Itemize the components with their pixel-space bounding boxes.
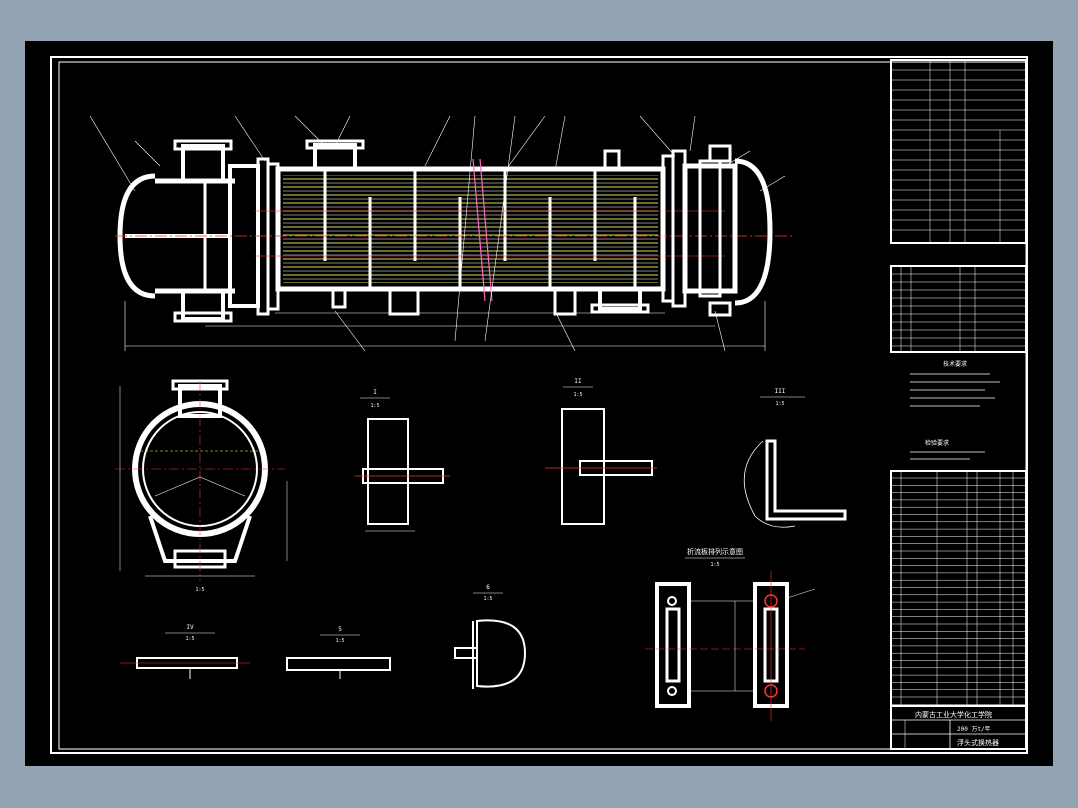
- detail-1-scale: 1:5: [370, 403, 379, 409]
- detail-6-scale: 1:5: [483, 596, 492, 602]
- detail-5-scale: 1:5: [335, 638, 344, 644]
- tube-bundle: [283, 175, 658, 283]
- baffle-view: 折流板排列示意图 1:5: [645, 547, 816, 721]
- saddle-left: [388, 287, 420, 316]
- drawing-sheet: 1:5 I 1:5 II 1:5 III 1:5 IV 1:5 5: [25, 41, 1053, 766]
- detail-6-label: 6: [486, 584, 490, 591]
- cad-drawing: 1:5 I 1:5 II 1:5 III 1:5 IV 1:5 5: [50, 56, 1028, 754]
- detail-4-scale: 1:5: [185, 636, 194, 642]
- detail-2-scale: 1:5: [573, 392, 582, 398]
- detail-3-scale: 1:5: [775, 401, 784, 407]
- tech-requirements-title: 技术要求: [943, 360, 967, 368]
- left-bottom-nozzle: [181, 289, 225, 321]
- title-block: 内蒙古工业大学化工学院 200 万t/年 浮头式换热器: [890, 705, 1027, 750]
- end-view-scale: 1:5: [195, 587, 204, 593]
- main-exchanger-view: [89, 115, 795, 352]
- design-data-table: [890, 59, 1027, 244]
- parts-list: [890, 470, 1027, 707]
- detail-2-label: II: [574, 378, 582, 385]
- detail-4: IV 1:5: [120, 624, 250, 679]
- right-head: [734, 158, 773, 306]
- detail-1-label: I: [373, 389, 377, 396]
- outer-border: [50, 56, 1028, 754]
- detail-5: 5 1:5: [286, 626, 391, 679]
- detail-2: II 1:5: [545, 378, 657, 525]
- detail-4-label: IV: [186, 624, 194, 631]
- detail-3: III 1:5: [743, 388, 847, 528]
- end-view: [115, 379, 288, 581]
- inspection-title: 检验要求: [925, 439, 949, 447]
- detail-5-label: 5: [338, 626, 342, 633]
- detail-3-label: III: [775, 388, 786, 395]
- school-name: 内蒙古工业大学化工学院: [915, 710, 992, 719]
- technical-notes: 技术要求 检验要求: [910, 360, 1000, 460]
- baffle-view-scale: 1:5: [710, 562, 719, 568]
- inner-border: [58, 61, 1027, 750]
- shell-top-nozzle: [313, 143, 357, 171]
- design-capacity: 200 万t/年: [957, 725, 991, 733]
- detail-1: I 1:5: [355, 389, 450, 532]
- nozzle-table: [890, 265, 1027, 353]
- saddle-right: [553, 287, 577, 316]
- left-top-nozzle: [181, 144, 225, 183]
- detail-6: 6 1:5: [454, 584, 527, 689]
- drawing-name: 浮头式换热器: [957, 738, 999, 747]
- baffle-view-title: 折流板排列示意图: [687, 547, 743, 556]
- shell-bottom-nozzle: [598, 287, 642, 311]
